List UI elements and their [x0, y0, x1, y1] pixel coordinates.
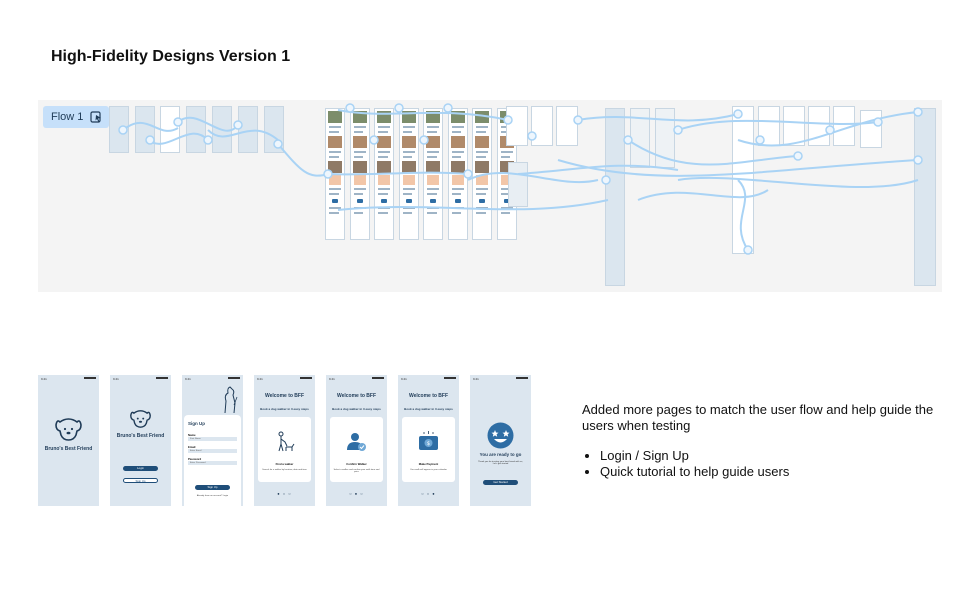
- design-notes: Added more pages to match the user flow …: [582, 402, 942, 480]
- notes-text: Added more pages to match the user flow …: [582, 402, 934, 433]
- flow-thumb-results-a[interactable]: [605, 108, 625, 286]
- tutorial-heading: Welcome to BFF: [408, 393, 449, 399]
- screen-tutorial-2: 9:41 Welcome to BFF Book a dog walker in…: [326, 375, 387, 506]
- ready-heading: You are ready to go: [479, 452, 522, 457]
- notes-bullet: Login / Sign Up: [600, 448, 942, 464]
- tutorial-body: Search for a walker by location, date an…: [262, 469, 307, 471]
- ready-body: Thank you for trusting your best friend …: [478, 461, 523, 465]
- tutorial-card: $ Make Payment Your walk will appear in …: [402, 417, 455, 482]
- user-check-icon: [347, 433, 366, 451]
- tutorial-subheading: Book a dog walker in 3 easy steps: [332, 407, 381, 411]
- notes-bullet: Quick tutorial to help guide users: [600, 464, 942, 480]
- tutorial-subheading: Book a dog walker in 3 easy steps: [260, 407, 309, 411]
- status-icons: [228, 377, 240, 379]
- tutorial-subheading: Book a dog walker in 3 easy steps: [404, 407, 453, 411]
- svg-text:$: $: [427, 441, 430, 447]
- login-link[interactable]: Already have an account? Login: [196, 495, 229, 497]
- brand-name: Bruno's Best Friend: [44, 446, 93, 452]
- star-eyes-emoji-icon: [487, 422, 514, 449]
- signup-heading: Sign Up: [188, 421, 205, 426]
- password-field[interactable]: Enter Password: [188, 461, 237, 465]
- status-icons: [156, 377, 168, 379]
- dog-walker-icon: [278, 431, 295, 452]
- tutorial-heading: Welcome to BFF: [336, 393, 377, 399]
- brand-name: Bruno's Best Friend: [116, 433, 165, 439]
- screen-login: 9:41 Bruno's Best Friend Login Sign Up: [110, 375, 171, 506]
- page-title: High-Fidelity Designs Version 1: [51, 48, 291, 65]
- status-time: 9:41: [257, 377, 263, 381]
- notes-list: Login / Sign Up Quick tutorial to help g…: [582, 448, 942, 480]
- name-field[interactable]: First Name: [188, 437, 237, 441]
- page-indicator: ○ ● ○: [349, 491, 364, 496]
- tutorial-heading: Welcome to BFF: [264, 393, 305, 399]
- password-label: Password: [188, 457, 202, 461]
- name-label: Name: [188, 433, 196, 437]
- status-time: 9:41: [401, 377, 407, 381]
- status-time: 9:41: [473, 377, 479, 381]
- status-time: 9:41: [41, 377, 47, 381]
- email-field[interactable]: Enter Email: [188, 449, 237, 453]
- flow-thumb-map-a[interactable]: [506, 106, 528, 146]
- login-button[interactable]: Login: [123, 466, 158, 471]
- dog-logo-icon: [130, 410, 151, 428]
- page-indicator: ● ○ ○: [277, 491, 292, 496]
- prototype-connection-wires: [118, 103, 923, 255]
- tutorial-card: Find a walker Search for a walker by loc…: [258, 417, 311, 482]
- tutorial-caption: Find a walker: [275, 462, 294, 466]
- screen-tutorial-1: 9:41 Welcome to BFF Book a dog walker in…: [254, 375, 315, 506]
- status-time: 9:41: [113, 377, 119, 381]
- flow-label: Flow 1: [51, 111, 84, 123]
- status-icons: [372, 377, 384, 379]
- tutorial-card: Confirm Walker Select a walker and confi…: [330, 417, 383, 482]
- signup-card: Sign Up Name First Name Email Enter Emai…: [184, 415, 241, 506]
- flow-start-chip[interactable]: Flow 1: [43, 106, 109, 128]
- prototype-flow-canvas[interactable]: Flow 1: [38, 100, 942, 292]
- status-icons: [84, 377, 96, 379]
- tutorial-body: Your walk will appear in your calendar: [410, 469, 447, 471]
- payment-icon: $: [419, 431, 438, 450]
- screen-splash: 9:41 Bruno's Best Friend: [38, 375, 99, 506]
- tutorial-caption: Confirm Walker: [346, 462, 367, 466]
- dog-logo-icon: [55, 418, 82, 441]
- status-icons: [300, 377, 312, 379]
- flow-thumb-feed[interactable]: [914, 108, 936, 286]
- tutorial-body: Select a walker and confirm your walk ti…: [333, 469, 380, 473]
- signup-submit-button[interactable]: Sign Up: [195, 485, 230, 490]
- email-label: Email: [188, 445, 196, 449]
- status-icons: [516, 377, 528, 379]
- screen-signup: 9:41 Sign Up Name First Name Email Enter…: [182, 375, 243, 506]
- play-flow-icon: [90, 111, 102, 123]
- status-time: 9:41: [329, 377, 335, 381]
- signup-button[interactable]: Sign Up: [123, 478, 158, 483]
- dog-illustration-icon: [224, 386, 238, 414]
- status-time: 9:41: [185, 377, 191, 381]
- get-started-button[interactable]: Get Started: [483, 480, 518, 485]
- tutorial-caption: Make Payment: [418, 462, 439, 466]
- page-indicator: ○ ○ ●: [421, 491, 436, 496]
- screen-ready: 9:41 You are ready to go Thank you for t…: [470, 375, 531, 506]
- status-icons: [444, 377, 456, 379]
- screen-tutorial-3: 9:41 Welcome to BFF Book a dog walker in…: [398, 375, 459, 506]
- flow-thumb-booking-b[interactable]: [783, 106, 805, 146]
- flow-thumb-map-c[interactable]: [556, 106, 578, 146]
